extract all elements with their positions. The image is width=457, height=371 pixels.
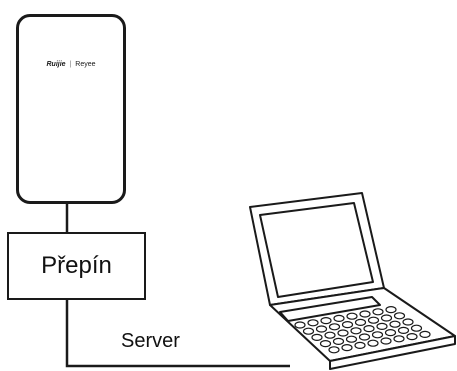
laptop-key bbox=[341, 321, 354, 329]
switch-label: Přepín bbox=[41, 252, 112, 279]
laptop-key bbox=[359, 310, 371, 318]
laptop-key bbox=[324, 331, 336, 339]
laptop-key bbox=[354, 318, 367, 326]
laptop-key bbox=[376, 322, 388, 330]
product-line-name: Reyee bbox=[75, 61, 96, 68]
device-brand-label: Ruijie | Reyee bbox=[19, 61, 123, 68]
laptop-key bbox=[406, 333, 418, 341]
laptop-key bbox=[384, 329, 397, 337]
laptop-key bbox=[380, 337, 392, 345]
server-link-label: Server bbox=[121, 330, 180, 352]
laptop-key bbox=[341, 344, 353, 352]
laptop-key bbox=[315, 325, 328, 333]
laptop-key bbox=[385, 306, 397, 314]
laptop-key bbox=[367, 339, 379, 347]
laptop-key bbox=[402, 318, 414, 326]
brand-separator: | bbox=[69, 61, 72, 68]
laptop-key bbox=[328, 323, 341, 331]
switch-to-laptop-cable bbox=[65, 300, 290, 368]
laptop-key bbox=[319, 340, 332, 348]
laptop-key bbox=[320, 317, 332, 325]
laptop-key bbox=[358, 333, 371, 341]
laptop-key bbox=[354, 341, 366, 349]
switch-box: Přepín bbox=[7, 232, 146, 300]
laptop-key bbox=[333, 314, 345, 322]
laptop-key bbox=[337, 329, 349, 337]
laptop-top-bar bbox=[279, 296, 381, 322]
laptop-key bbox=[419, 330, 431, 338]
laptop-key bbox=[311, 333, 323, 341]
laptop-key bbox=[410, 324, 423, 332]
laptop-key bbox=[372, 308, 384, 316]
laptop-key bbox=[393, 335, 405, 343]
laptop-keyboard bbox=[294, 306, 431, 354]
laptop-key bbox=[345, 335, 358, 343]
laptop-key bbox=[397, 326, 410, 334]
laptop-key bbox=[350, 327, 362, 335]
access-point-icon: Ruijie | Reyee bbox=[16, 14, 126, 204]
laptop-key bbox=[307, 319, 319, 327]
laptop-key bbox=[332, 337, 345, 345]
laptop-screen bbox=[259, 202, 374, 298]
laptop-key bbox=[294, 321, 306, 329]
brand-name: Ruijie bbox=[46, 61, 66, 68]
laptop-key bbox=[367, 316, 380, 324]
laptop-key bbox=[363, 325, 375, 333]
laptop-key bbox=[393, 312, 406, 320]
laptop-key bbox=[346, 312, 358, 320]
laptop-key bbox=[389, 320, 401, 328]
laptop-key bbox=[371, 331, 384, 339]
laptop-key bbox=[302, 327, 315, 335]
laptop-base-edge bbox=[329, 335, 456, 370]
laptop-key bbox=[380, 314, 393, 322]
laptop-key bbox=[328, 346, 340, 354]
